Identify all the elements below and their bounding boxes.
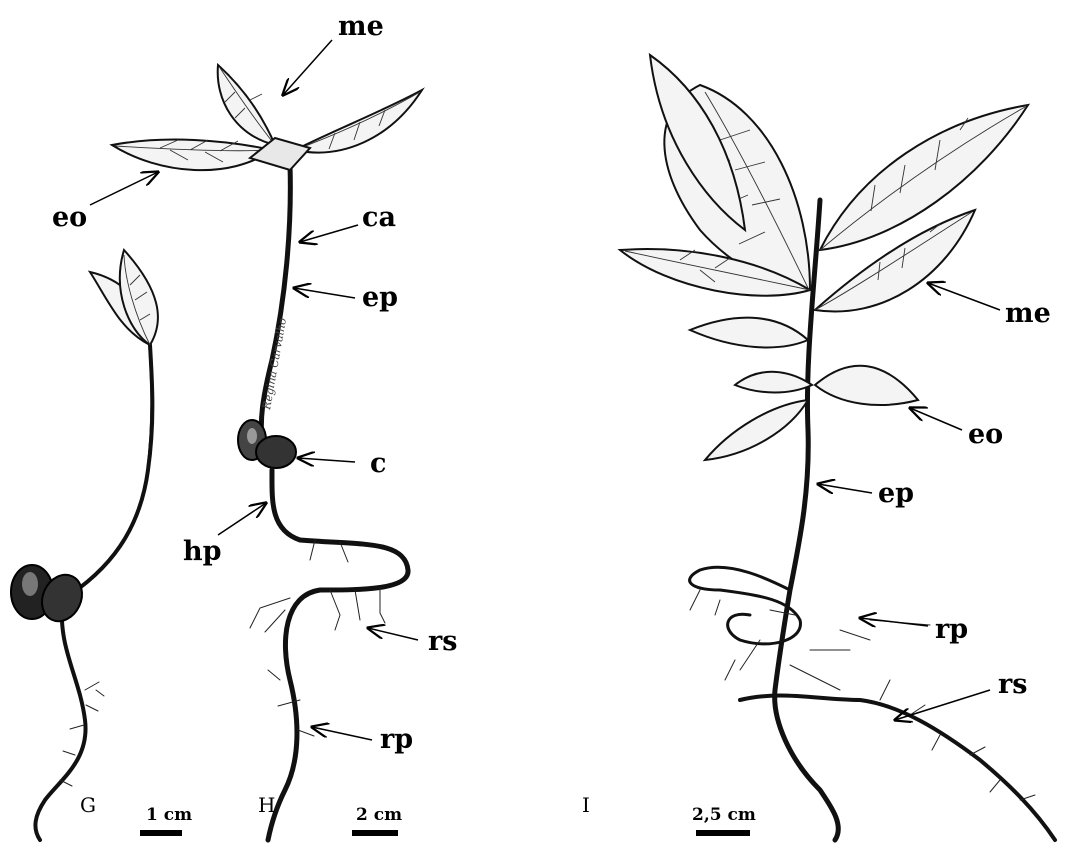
label-eo-i: eo	[968, 419, 1003, 450]
arrow-rs-i	[895, 690, 990, 720]
arrow-me-i	[928, 283, 1000, 310]
scale-bar-h	[352, 830, 398, 836]
arrow-rp-i	[860, 618, 928, 626]
label-ca-h: ca	[362, 202, 396, 233]
scale-bars: 1 cm 2 cm 2,5 cm	[140, 805, 756, 836]
label-rs-h: rs	[428, 626, 457, 657]
labels-panel-i: me eo ep rp rs	[818, 283, 1051, 720]
scale-bar-g	[140, 830, 182, 836]
arrow-hp-h	[218, 503, 266, 535]
scale-label-h: 2 cm	[356, 805, 402, 825]
scale-label-g: 1 cm	[146, 805, 192, 825]
panel-label-i: I	[582, 793, 590, 817]
label-ep-i: ep	[878, 478, 914, 509]
label-rp-i: rp	[935, 614, 968, 645]
arrow-ep-i	[818, 484, 872, 493]
arrow-rs-h	[368, 628, 418, 640]
label-hp-h: hp	[183, 536, 222, 567]
label-rs-i: rs	[998, 669, 1027, 700]
arrow-eo-h	[90, 172, 158, 205]
arrow-me-h	[283, 40, 332, 95]
arrow-ep-h	[294, 288, 355, 298]
label-eo-h: eo	[52, 202, 87, 233]
label-me-h: me	[338, 11, 384, 42]
label-ep-h: ep	[362, 282, 398, 313]
scale-bar-i	[696, 830, 750, 836]
arrow-ca-h	[300, 225, 358, 242]
label-me-i: me	[1005, 298, 1051, 329]
panel-label-h: H	[258, 793, 275, 817]
label-c-h: c	[370, 448, 386, 479]
arrow-eo-i	[910, 408, 962, 430]
arrow-c-h	[298, 458, 355, 462]
panel-label-g: G	[80, 793, 96, 817]
arrow-rp-h	[312, 727, 372, 740]
label-rp-h: rp	[380, 724, 413, 755]
seedling-g	[11, 250, 158, 840]
scale-label-i: 2,5 cm	[692, 805, 756, 825]
illustrator-signature: Regina Carvalho	[260, 317, 289, 412]
